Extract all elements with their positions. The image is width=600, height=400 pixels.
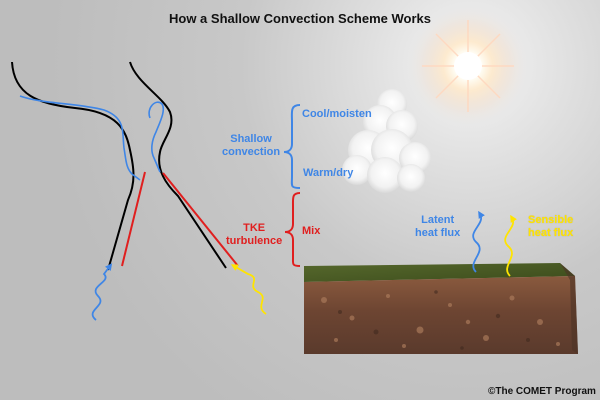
cool-moisten-label: Cool/moisten xyxy=(302,108,372,120)
ground-soil-block xyxy=(304,263,578,354)
left-temperature-profile-black xyxy=(11,61,135,271)
left-profile-shallow-convection-blue xyxy=(19,95,141,181)
shallow-convection-bracket xyxy=(283,104,301,189)
sun-icon xyxy=(406,4,530,128)
sensible-heat-flux-arrow xyxy=(504,214,517,277)
tke-mixing-bracket xyxy=(284,192,301,267)
right-profile-mixing-red xyxy=(162,172,239,267)
latent-heat-flux-arrow xyxy=(472,210,485,273)
copyright-credit: ©The COMET Program xyxy=(488,386,596,397)
diagram-title: How a Shallow Convection Scheme Works xyxy=(169,11,431,26)
sensible-flux-arrow-left xyxy=(230,264,267,315)
warm-dry-label: Warm/dry xyxy=(303,167,354,179)
cumulus-cloud-icon xyxy=(342,89,431,193)
latent-flux-arrow-left xyxy=(91,263,113,321)
right-temperature-profile-black xyxy=(129,61,227,269)
left-profile-mixing-red xyxy=(121,171,146,267)
right-profile-shallow-convection-blue xyxy=(148,101,165,173)
mix-label: Mix xyxy=(302,225,321,237)
